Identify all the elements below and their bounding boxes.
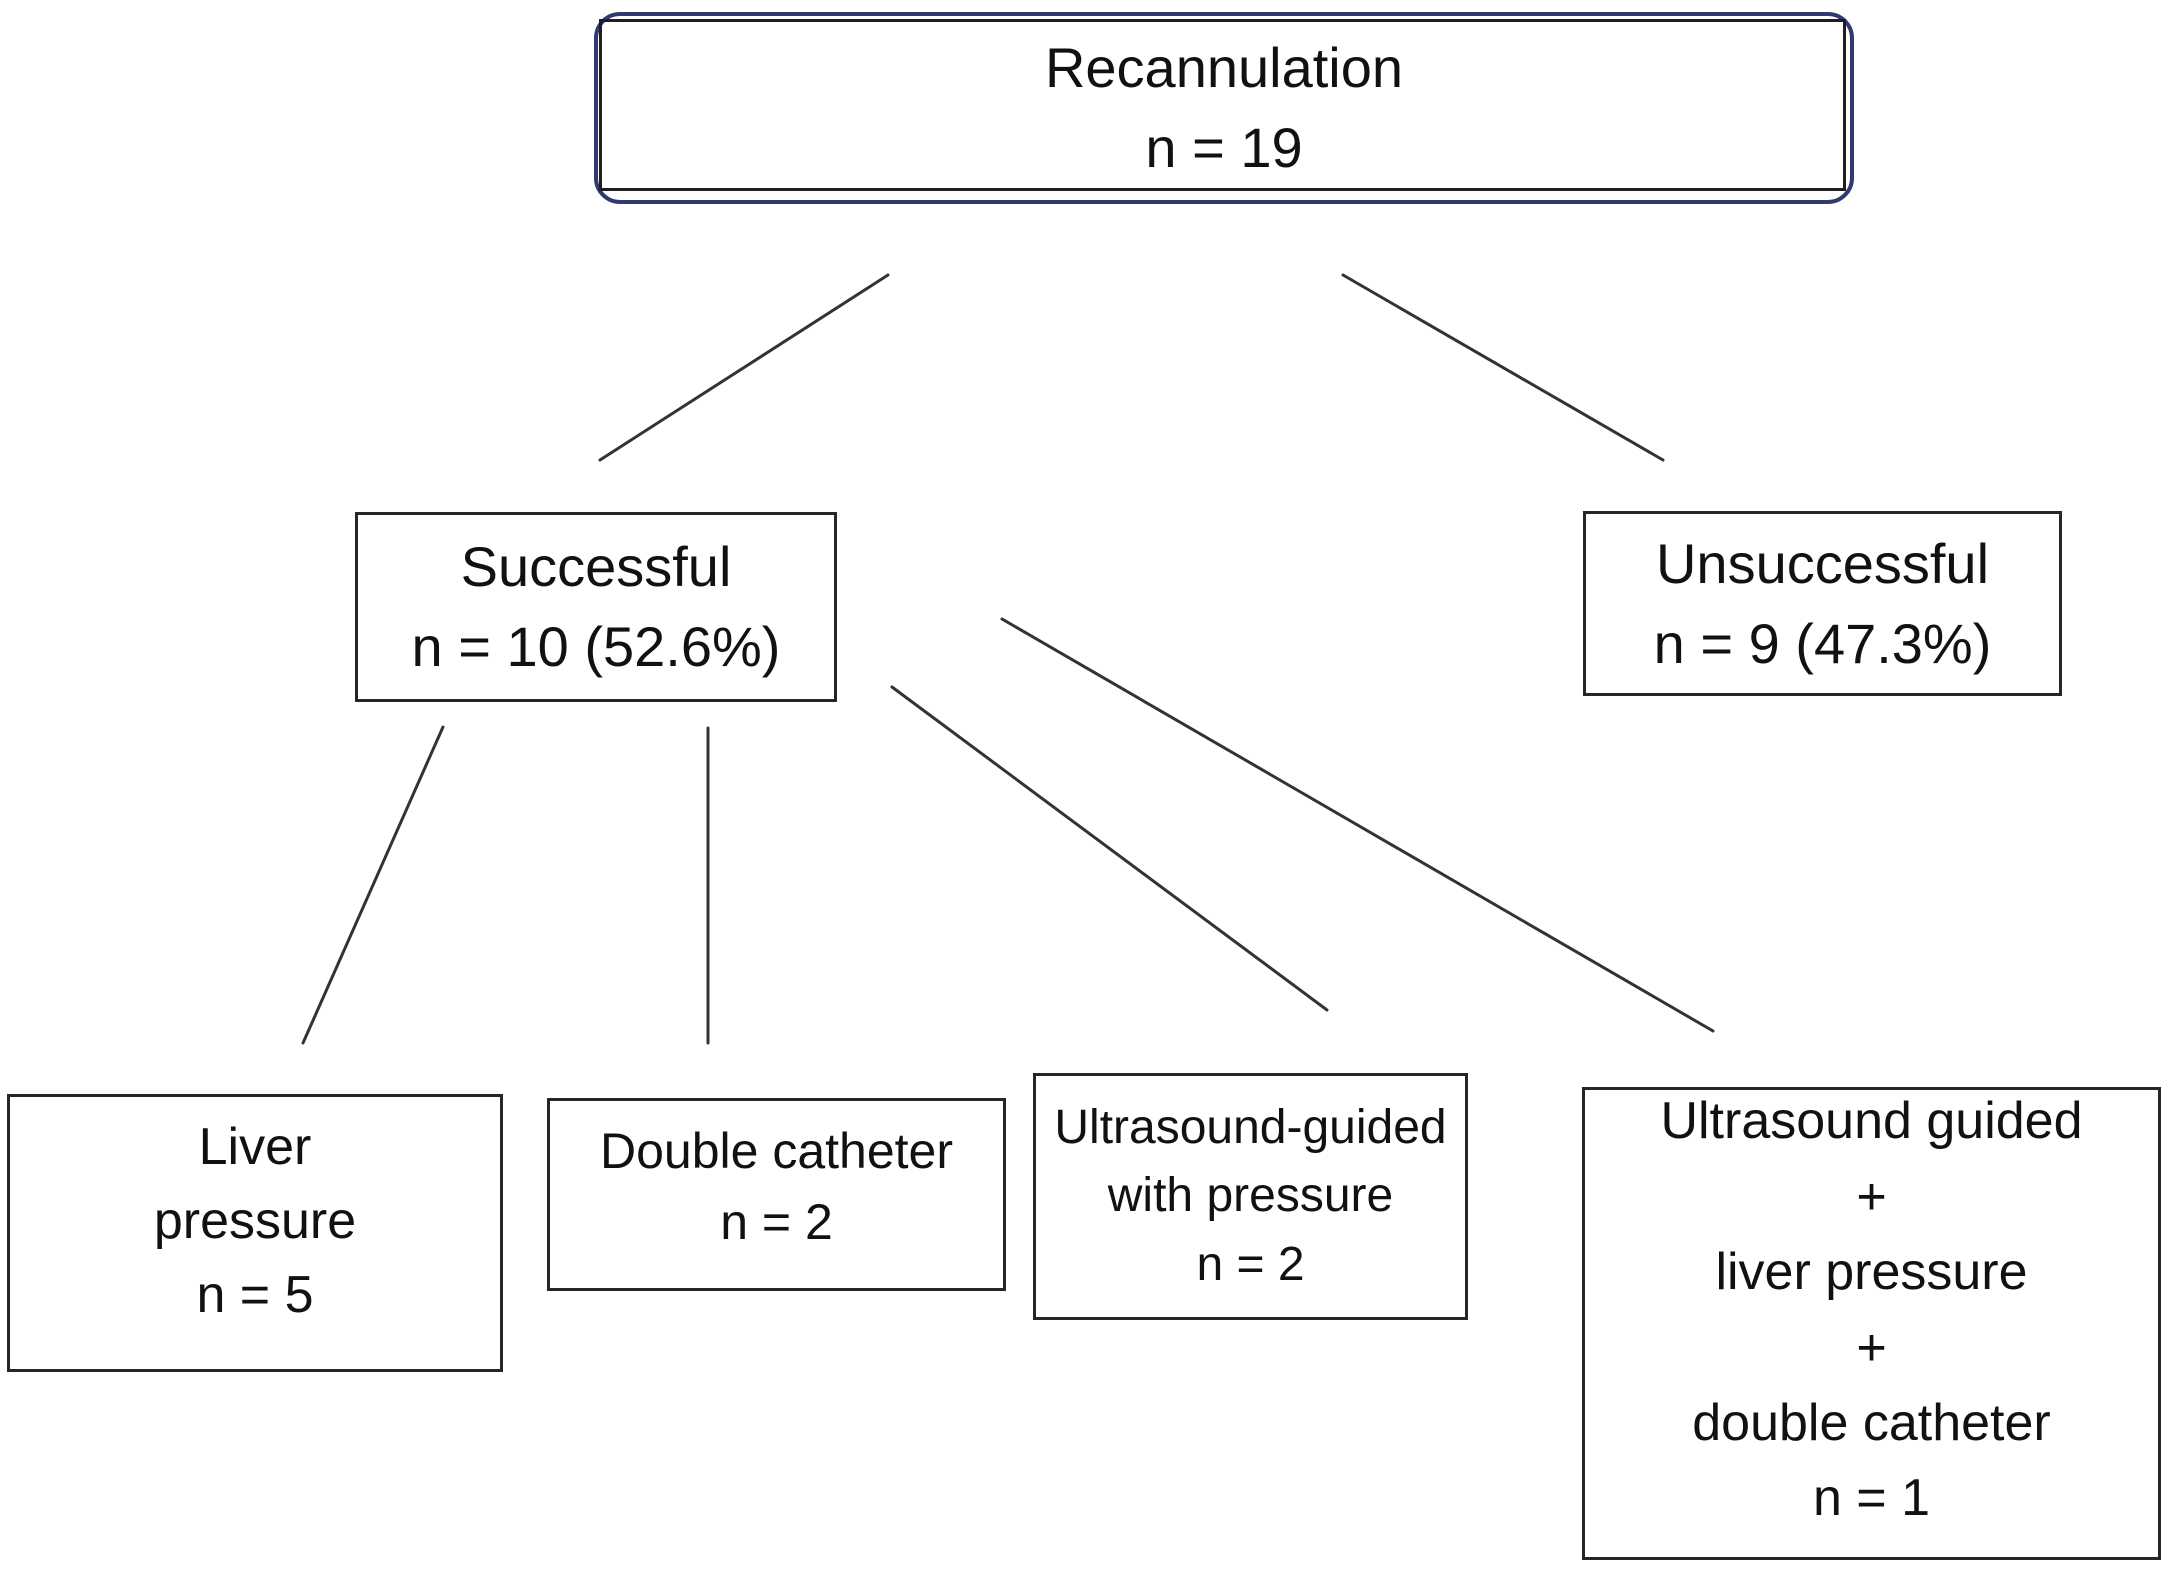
edge-successful-ultrasound-combo — [1000, 617, 1715, 1033]
node-recannulation: Recannulation n = 19 — [594, 12, 1854, 204]
node-count: n = 1 — [1812, 1469, 1931, 1528]
node-label: Recannulation — [1044, 36, 1404, 100]
node-label-line-2: liver pressure — [1715, 1243, 2028, 1302]
node-label-plus-1: + — [1856, 1167, 1887, 1226]
node-liver-pressure: Liver pressure n = 5 — [7, 1094, 503, 1372]
node-double-catheter: Double catheter n = 2 — [547, 1098, 1006, 1291]
node-label-line-1: Ultrasound guided — [1660, 1092, 2083, 1151]
edge-successful-ultrasound-pressure — [890, 685, 1329, 1012]
node-count: n = 2 — [1196, 1237, 1305, 1291]
edge-recannulation-unsuccessful — [1341, 273, 1665, 462]
node-label-line-3: double catheter — [1692, 1393, 2051, 1452]
node-label: Double catheter — [599, 1122, 953, 1179]
node-label-plus-2: + — [1856, 1318, 1887, 1377]
node-label-line-2: with pressure — [1107, 1169, 1394, 1223]
node-label: Successful — [460, 535, 732, 599]
node-count: n = 5 — [196, 1265, 314, 1324]
node-label-line-2: pressure — [153, 1192, 357, 1251]
node-count: n = 9 (47.3%) — [1653, 611, 1992, 675]
node-count: n = 19 — [1145, 116, 1303, 179]
node-ultrasound-combo: Ultrasound guided + liver pressure + dou… — [1582, 1087, 2161, 1560]
edge-recannulation-successful — [598, 273, 890, 462]
node-label-line-1: Ultrasound-guided — [1054, 1101, 1447, 1155]
node-count: n = 10 (52.6%) — [411, 615, 781, 678]
node-label: Unsuccessful — [1655, 531, 1990, 595]
edge-successful-liver-pressure — [301, 725, 445, 1045]
node-successful: Successful n = 10 (52.6%) — [355, 512, 837, 702]
node-count: n = 2 — [720, 1193, 833, 1250]
node-label-line-1: Liver — [198, 1118, 312, 1177]
node-ultrasound-pressure: Ultrasound-guided with pressure n = 2 — [1033, 1073, 1468, 1320]
node-unsuccessful: Unsuccessful n = 9 (47.3%) — [1583, 511, 2062, 696]
